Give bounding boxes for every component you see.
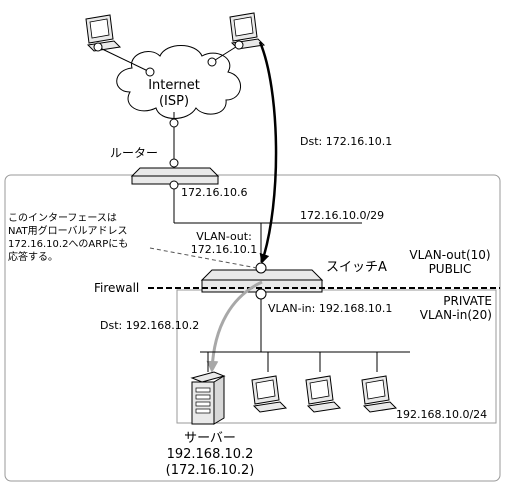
public-subnet-label: 172.16.10.0/29 [300, 209, 385, 222]
vlan-out-zone-label: VLAN-out(10) PUBLIC [402, 248, 498, 276]
firewall-label: Firewall [94, 281, 140, 295]
pc-private-3 [361, 375, 397, 413]
vlan-out-interface-ip: 172.16.10.1 [190, 243, 258, 256]
server-icon [190, 371, 226, 425]
arp-note-line4: 応答する。 [8, 252, 58, 263]
switch-label: スイッチA [326, 260, 387, 275]
private-zone-line2: VLAN-in(20) [419, 308, 492, 322]
arp-note: このインターフェースは NAT用グローバルアドレス 172.16.10.2へのA… [8, 212, 128, 264]
private-zone-frame [176, 289, 497, 424]
server-nat-ip: (172.16.10.2) [165, 463, 255, 478]
link-pc2-cloud [211, 44, 240, 63]
vlan-out-zone-line2: PUBLIC [428, 262, 472, 276]
vlan-out-zone-line1: VLAN-out(10) [409, 248, 491, 262]
router-body [130, 167, 220, 177]
link-pc1-cloud [97, 46, 151, 73]
dst-bottom-label: Dst: 192.168.10.2 [100, 319, 200, 332]
private-zone-label: PRIVATE VLAN-in(20) [392, 294, 492, 322]
internet-label-line2: (ISP) [158, 94, 190, 109]
router-label: ルーター [110, 146, 159, 160]
pc-top-left [85, 14, 121, 52]
internet-label: Internet (ISP) [142, 78, 206, 110]
private-zone-line1: PRIVATE [443, 294, 492, 308]
router-ip-label: 172.16.10.6 [181, 186, 248, 199]
arp-note-line2: NAT用グローバルアドレス [8, 226, 128, 237]
arp-note-line1: このインターフェースは [8, 213, 117, 224]
vlan-out-interface-label: VLAN-out: 172.16.10.1 [186, 230, 262, 256]
pc-private-1 [251, 375, 287, 413]
arp-note-line3: 172.16.10.2へのARPにも [8, 239, 129, 250]
server-name: サーバー [184, 431, 236, 446]
server-ip: 192.168.10.2 [166, 447, 254, 462]
pc-private-2 [305, 375, 341, 413]
flow-arrow-inbound [258, 41, 278, 264]
internet-label-line1: Internet [148, 78, 200, 93]
server-label: サーバー 192.168.10.2 (172.16.10.2) [150, 431, 270, 479]
outer-frame [4, 174, 501, 482]
vlan-in-interface-label: VLAN-in: 192.168.10.1 [268, 302, 393, 315]
flow-arrow-to-server [206, 280, 263, 373]
dst-top-label: Dst: 172.16.10.1 [300, 135, 393, 148]
vlan-out-interface-name: VLAN-out: [196, 230, 252, 243]
private-subnet-label: 192.168.10.0/24 [396, 408, 488, 421]
